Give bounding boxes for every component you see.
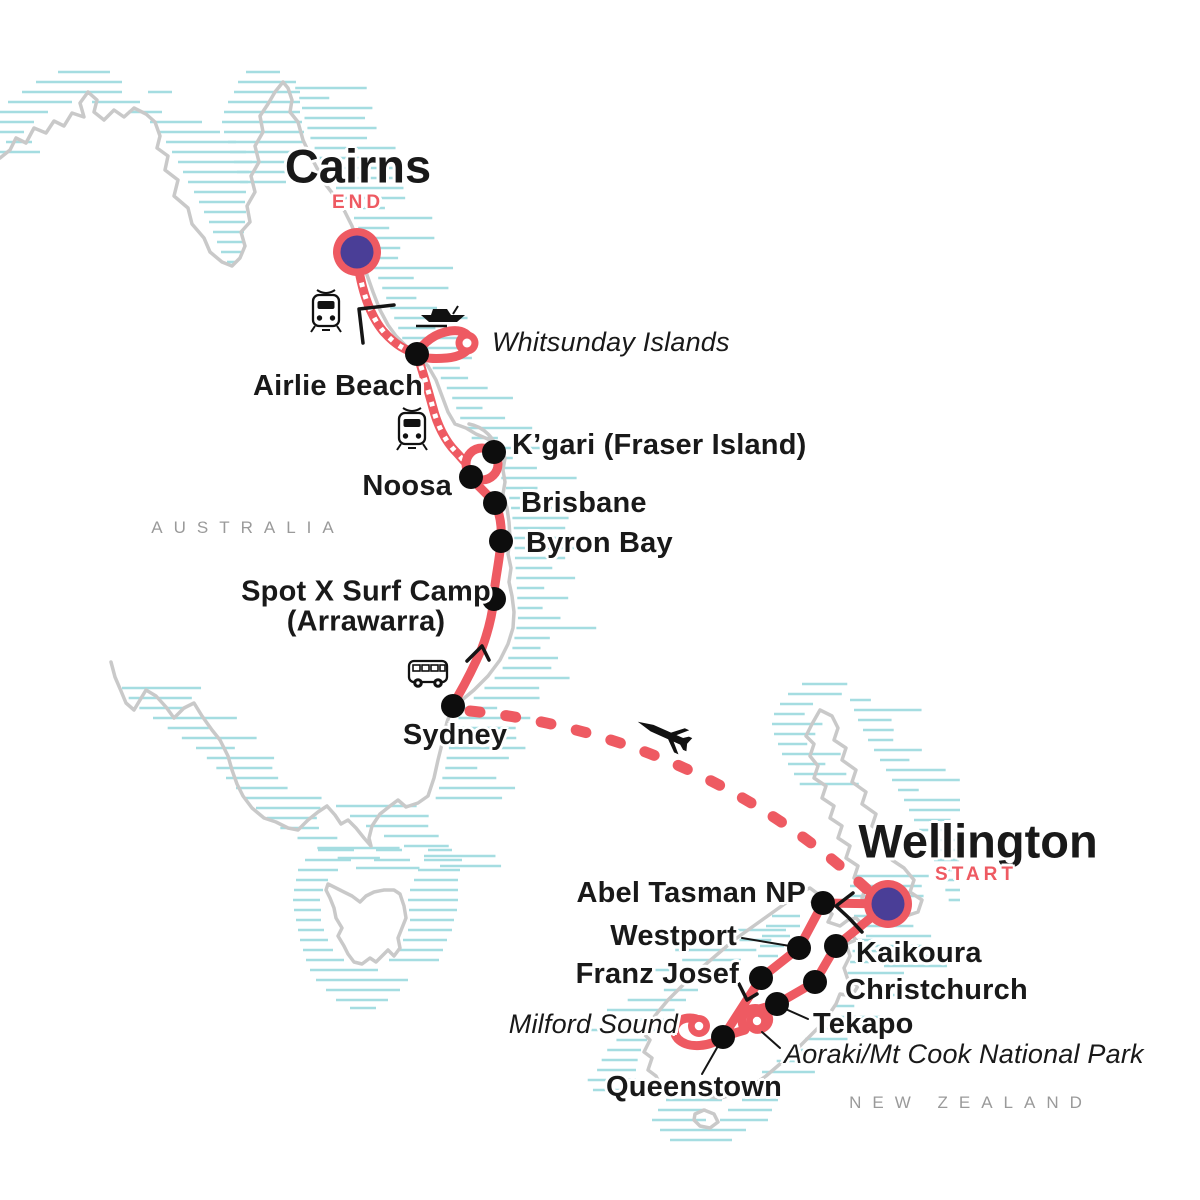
plane-icon-flight (637, 721, 693, 755)
stop-dot-tekapo (765, 992, 789, 1016)
stop-dot-abel-tasman (811, 891, 835, 915)
city-label-noosa: Noosa (362, 469, 452, 502)
terminal-start-wellington (864, 880, 912, 928)
direction-arrow-to-cairns (357, 303, 396, 345)
stop-dot-kgari (482, 440, 506, 464)
stop-dot-franz-josef (749, 966, 773, 990)
spot-x-line2: (Arrawarra) (286, 606, 446, 638)
city-label-queenstown: Queenstown (605, 1070, 783, 1103)
end-tag: END (331, 192, 385, 214)
train-icon-airlie (396, 407, 428, 451)
stop-dot-spot-x (482, 587, 506, 611)
stop-dot-byron-bay (489, 529, 513, 553)
train-icon-cairns (310, 289, 342, 333)
city-label-tekapo: Tekapo (813, 1007, 914, 1040)
city-label-spot-x: Spot X Surf Camp (Arrawarra) (241, 575, 491, 638)
sea-hatching (0, 70, 960, 1142)
poi-label-aoraki: Aoraki/Mt Cook National Park (784, 1038, 1144, 1069)
city-label-abel-tasman: Abel Tasman NP (576, 876, 806, 909)
direction-arrow-to-queenstown (737, 982, 759, 1002)
stop-dot-sydney (441, 694, 465, 718)
city-label-cairns: Cairns (284, 139, 432, 193)
coastline-nz-south-island (640, 886, 864, 1100)
city-label-sydney: Sydney (402, 718, 508, 751)
city-label-airlie-beach: Airlie Beach (252, 369, 424, 402)
city-label-kaikoura: Kaikoura (856, 936, 982, 969)
stop-dot-queenstown (711, 1025, 735, 1049)
city-label-christchurch: Christchurch (845, 973, 1028, 1006)
city-label-byron-bay: Byron Bay (526, 526, 673, 559)
poi-label-whitsunday: Whitsunday Islands (492, 326, 730, 357)
terminal-end-cairns (333, 228, 381, 276)
coastline-stewart-island (692, 1108, 720, 1130)
stop-dot-noosa (459, 465, 483, 489)
bus-icon-sydney (407, 659, 449, 688)
coastline-australia (0, 80, 516, 848)
stop-dot-airlie-beach (405, 342, 429, 366)
poi-label-milford: Milford Sound (508, 1008, 678, 1039)
leader-westport (741, 937, 791, 947)
city-label-brisbane: Brisbane (521, 486, 647, 519)
side-trip-rings (455, 331, 768, 1037)
coastline-tasmania (324, 882, 408, 966)
leader-queenstown (701, 1045, 719, 1075)
flight-path-sydney-wellington (464, 705, 877, 899)
city-label-westport: Westport (610, 919, 737, 952)
city-label-kgari: K’gari (Fraser Island) (512, 428, 807, 461)
direction-arrow-to-abel-tasman (834, 891, 864, 934)
stop-dot-brisbane (483, 491, 507, 515)
boat-icon-whitsunday (416, 305, 465, 328)
spot-x-line1: Spot X Surf Camp (241, 575, 491, 608)
stop-dot-kaikoura (824, 934, 848, 958)
stop-dot-westport (787, 936, 811, 960)
city-label-franz-josef: Franz Josef (575, 957, 739, 990)
direction-arrow-north-of-sydney (465, 644, 491, 663)
region-label-new-zealand: NEW ZEALAND (849, 1093, 1093, 1113)
city-label-wellington: Wellington (858, 814, 1098, 868)
region-label-australia: AUSTRALIA (151, 518, 345, 538)
leader-aoraki (761, 1031, 781, 1049)
stop-dots (405, 342, 848, 1049)
start-tag: START (935, 864, 1017, 886)
stop-dot-christchurch (803, 970, 827, 994)
